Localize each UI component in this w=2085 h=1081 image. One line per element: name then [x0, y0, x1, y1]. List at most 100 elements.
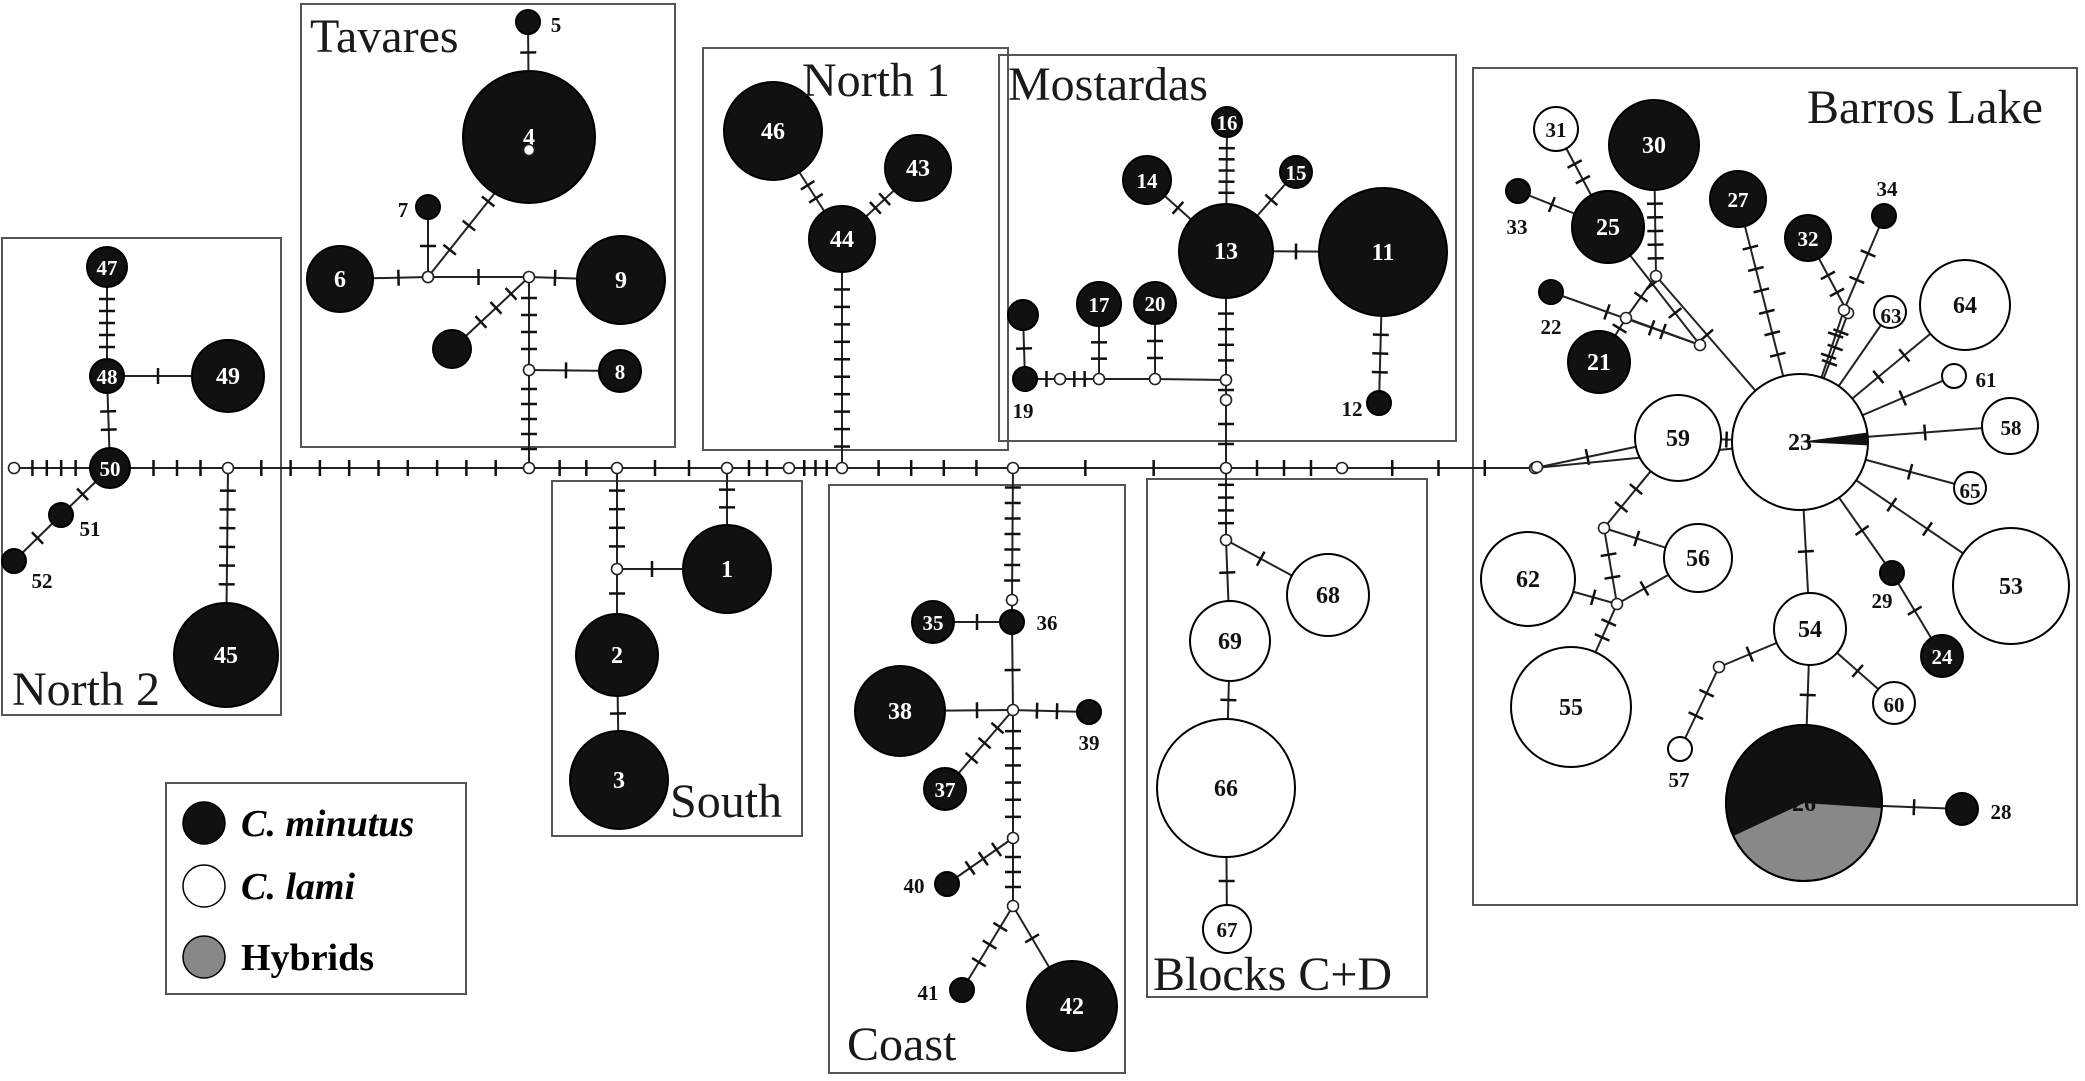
haplotype-circle — [854, 665, 946, 757]
region-label-south: South — [670, 775, 782, 828]
median-vector-node — [522, 461, 536, 475]
haplotype-circle — [1634, 394, 1722, 482]
mutation-tick — [100, 409, 117, 413]
haplotype-25: 25 — [1571, 190, 1645, 264]
haplotype-label: 30 — [1642, 133, 1666, 159]
haplotype-48: 48 — [89, 358, 125, 394]
legend-label-hybrids: Hybrids — [241, 937, 374, 979]
median-vector-node — [1148, 372, 1162, 386]
mutation-tick — [982, 939, 998, 950]
haplotype-circle — [1505, 178, 1531, 204]
haplotype-circle — [598, 349, 642, 393]
median-vector-node — [1219, 533, 1233, 547]
mutation-tick — [977, 736, 992, 750]
median-vector-node — [720, 461, 734, 475]
mutation-tick — [1921, 521, 1933, 537]
mutation-tick — [474, 315, 488, 329]
edge — [961, 905, 1014, 991]
haplotype-66: 66 — [1156, 718, 1296, 858]
haplotype-label: 8 — [615, 360, 626, 384]
mutation-tick — [1633, 291, 1649, 303]
box-south — [551, 480, 803, 837]
haplotype-label: 35 — [923, 611, 944, 635]
haplotype-label: 22 — [1541, 315, 1562, 339]
median-vector-node — [610, 461, 624, 475]
haplotype-34: 34 — [1871, 177, 1898, 229]
haplotype-circle — [1981, 397, 2039, 455]
haplotype-label: 51 — [80, 517, 101, 541]
haplotype-circle — [1920, 634, 1964, 678]
mutation-tick — [1797, 549, 1814, 554]
mutation-tick — [878, 192, 892, 206]
median-vector-node — [835, 461, 849, 475]
haplotype-30: 30 — [1608, 99, 1700, 191]
median-vector-node — [1712, 660, 1726, 674]
haplotype-circle — [575, 613, 659, 697]
haplotype-circle — [89, 447, 131, 489]
haplotype-label: 48 — [97, 365, 118, 389]
haplotype-label: 36 — [1037, 611, 1058, 635]
haplotype-61: 61 — [1941, 363, 1997, 392]
haplotype-49: 49 — [191, 339, 265, 413]
region-label-mostardas: Mostardas — [1008, 58, 1208, 111]
mutation-tick — [971, 956, 987, 968]
haplotype-21: 21 — [1567, 330, 1631, 394]
haplotype-36: 36 — [999, 609, 1058, 635]
mutation-tick — [1848, 275, 1865, 285]
haplotype-35: 35 — [911, 600, 955, 644]
box-barros — [1472, 67, 2078, 906]
median-vector-node — [1693, 338, 1707, 352]
haplotype-circle — [1872, 681, 1916, 725]
haplotype-circle — [415, 194, 441, 220]
mutation-tick — [1912, 799, 1916, 816]
haplotype-circle — [1663, 523, 1733, 593]
haplotype-label: 23 — [1788, 430, 1812, 456]
haplotype-38: 38 — [854, 665, 946, 757]
haplotype-label: 43 — [906, 156, 930, 182]
haplotype-label: 56 — [1686, 546, 1710, 572]
haplotype-60: 60 — [1872, 681, 1916, 725]
haplotype-label: 62 — [1516, 567, 1540, 593]
haplotype-label: 63 — [1881, 304, 1902, 328]
haplotype-label: 39 — [1079, 731, 1100, 755]
mutation-tick — [1898, 390, 1908, 406]
haplotype-42: 42 — [1026, 960, 1118, 1052]
median-vector-node — [1530, 460, 1544, 474]
haplotype-label: 6 — [334, 267, 346, 293]
haplotype-57: 57 — [1667, 736, 1693, 792]
haplotype-4: 4 — [462, 70, 596, 204]
mutation-tick — [990, 721, 1005, 735]
median-vector-node — [1619, 311, 1633, 325]
edge — [1154, 378, 1227, 381]
mutation-tick — [1872, 370, 1885, 384]
haplotype-circle — [1318, 187, 1448, 317]
haplotype-68: 68 — [1286, 553, 1370, 637]
haplotype-circle — [1012, 366, 1038, 392]
haplotype-14: 14 — [1122, 155, 1172, 205]
mutation-tick — [1747, 265, 1764, 273]
mutation-tick — [992, 921, 1008, 933]
haplotype-circle — [1122, 155, 1172, 205]
median-vector-node — [522, 270, 536, 284]
haplotype-label: 44 — [830, 227, 854, 253]
mutation-tick — [1633, 530, 1641, 547]
mutation-tick — [868, 201, 882, 215]
box-blocks — [1146, 478, 1428, 998]
haplotype-46: 46 — [723, 81, 823, 181]
mutation-tick — [1589, 589, 1597, 606]
mutation-tick — [1575, 174, 1591, 185]
haplotype-circle — [1026, 960, 1118, 1052]
mutation-tick — [977, 851, 989, 866]
haplotype-circle — [1773, 592, 1847, 666]
median-vector-node — [421, 270, 435, 284]
haplotype-59: 59 — [1634, 394, 1722, 482]
haplotype-label: 7 — [398, 198, 409, 222]
haplotype-circle — [1156, 718, 1296, 858]
median-vector-node — [1005, 593, 1019, 607]
haplotype-label: 65 — [1960, 479, 1981, 503]
mutation-tick — [31, 531, 44, 545]
haplotype-37: 37 — [923, 767, 967, 811]
mutation-tick — [1820, 270, 1836, 281]
haplotype-label: 67 — [1217, 918, 1238, 942]
